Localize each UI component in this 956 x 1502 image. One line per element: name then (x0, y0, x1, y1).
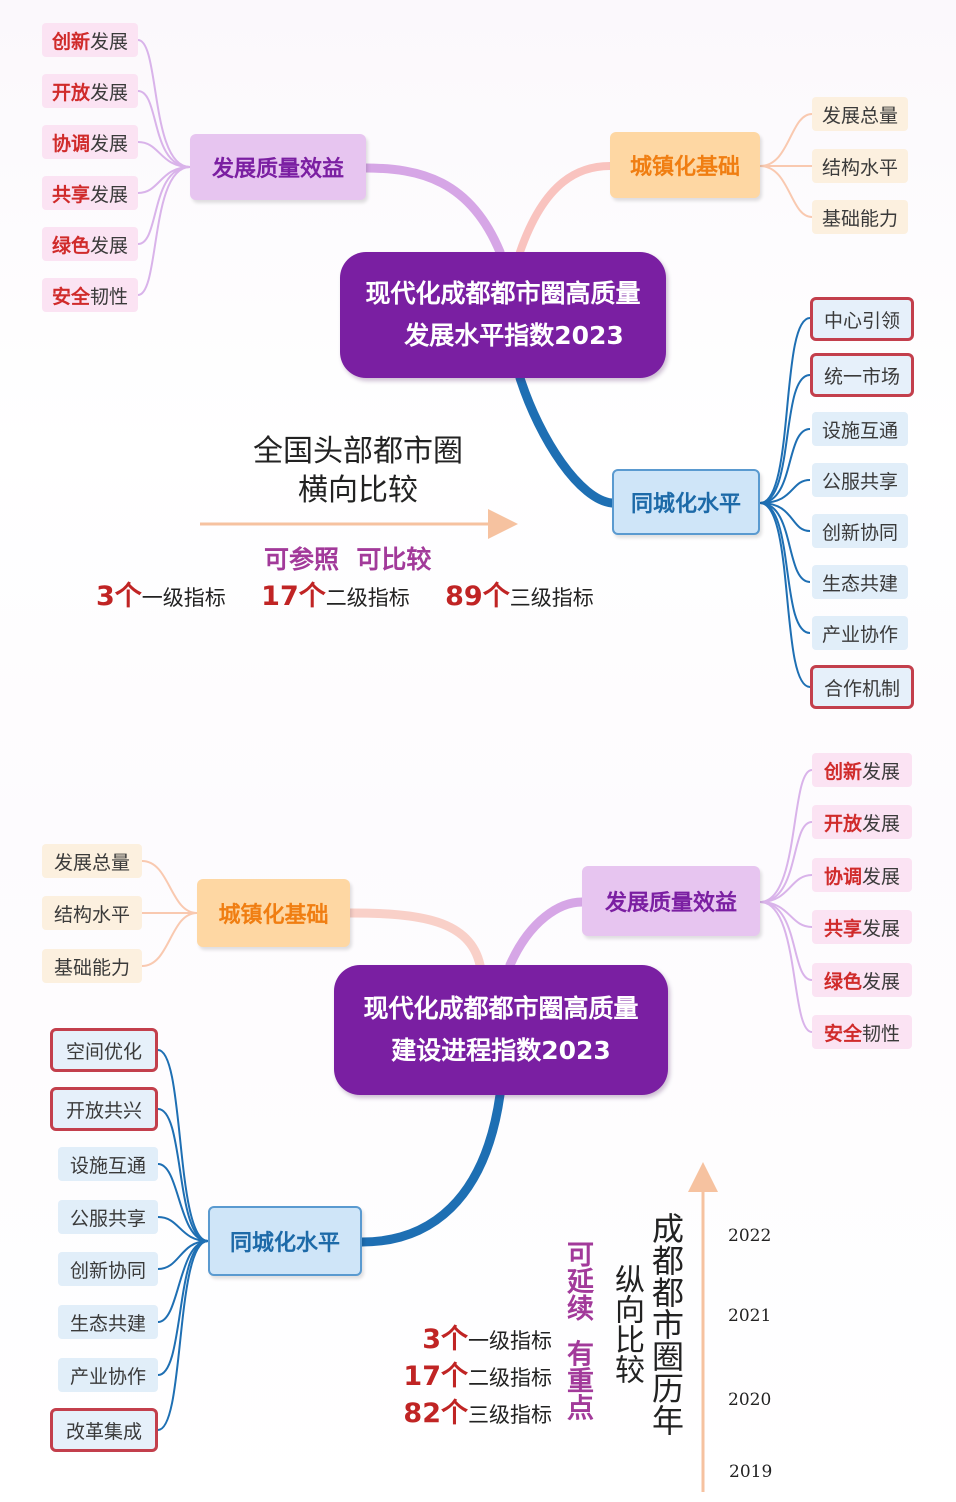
leaf-text: 发展 (90, 81, 129, 104)
leaf-text: 发展 (862, 970, 901, 993)
leaf-quality-top: 协调发展 (42, 125, 138, 159)
leaf-urban-top: 基础能力 (812, 200, 908, 234)
leaf-highlight: 创新 (51, 30, 90, 53)
history-tagline: 可延续 有重点 (562, 1240, 593, 1421)
center-title-line1: 现代化成都都市圈高质量 (363, 994, 639, 1023)
leaf-text: 发展 (90, 234, 129, 257)
leaf-urban-top: 发展总量 (812, 97, 908, 131)
compare-line2: 横向比较 (298, 473, 418, 508)
leaf-urban-top: 结构水平 (812, 149, 908, 183)
leaf-samecity-bottom: 改革集成 (50, 1408, 158, 1452)
leaf-quality-bottom: 开放发展 (812, 805, 912, 839)
category-quality-top: 发展质量效益 (190, 134, 366, 200)
stat-num: 89个 (445, 581, 510, 612)
leaf-quality-top: 共享发展 (42, 176, 138, 210)
stat-num: 3个 (96, 581, 142, 612)
category-quality-bottom: 发展质量效益 (582, 866, 760, 936)
leaf-samecity-top: 统一市场 (810, 353, 914, 397)
category-samecity-bottom: 同城化水平 (208, 1206, 362, 1276)
compare-stats: 3个一级指标 17个二级指标 89个三级指标 (96, 574, 594, 613)
leaf-highlight: 绿色 (51, 234, 90, 257)
leaf-samecity-top: 中心引领 (810, 297, 914, 341)
leaf-text: 韧性 (862, 1022, 901, 1045)
leaf-quality-top: 开放发展 (42, 74, 138, 108)
leaf-text: 发展 (90, 30, 129, 53)
leaf-quality-bottom: 绿色发展 (812, 963, 912, 997)
compare-tagline: 可参照 可比较 (264, 545, 432, 574)
leaf-text: 发展 (862, 865, 901, 888)
leaf-highlight: 创新 (823, 760, 862, 783)
leaf-text: 发展 (862, 760, 901, 783)
leaf-highlight: 安全 (51, 285, 90, 308)
history-compare: 纵向比较 (609, 1264, 644, 1384)
stat-label: 三级指标 (468, 1403, 552, 1427)
leaf-highlight: 绿色 (823, 970, 862, 993)
leaf-samecity-bottom: 设施互通 (58, 1147, 158, 1181)
leaf-text: 发展 (862, 917, 901, 940)
leaf-samecity-top: 合作机制 (810, 665, 914, 709)
leaf-highlight: 安全 (823, 1022, 862, 1045)
center-title-line2: 发展水平指数2023 (404, 321, 624, 350)
leaf-quality-top: 安全韧性 (42, 278, 138, 312)
leaf-samecity-top: 设施互通 (812, 412, 908, 446)
leaf-quality-bottom: 共享发展 (812, 910, 912, 944)
history-stats: 3个一级指标 17个二级指标 82个三级指标 (382, 1322, 552, 1433)
year-label: 2022 (728, 1226, 772, 1246)
leaf-urban-bottom: 结构水平 (42, 896, 142, 930)
category-urban-top: 城镇化基础 (610, 132, 760, 198)
leaf-quality-bottom: 协调发展 (812, 858, 912, 892)
leaf-samecity-bottom: 开放共兴 (50, 1087, 158, 1131)
history-title: 成都都市圈历年 (647, 1212, 685, 1436)
leaf-text: 发展 (90, 183, 129, 206)
year-label: 2020 (728, 1390, 772, 1410)
leaf-samecity-top: 创新协同 (812, 514, 908, 548)
leaf-samecity-top: 产业协作 (812, 616, 908, 650)
leaf-quality-top: 创新发展 (42, 23, 138, 57)
stat-num: 17个 (403, 1361, 468, 1392)
leaf-urban-bottom: 发展总量 (42, 844, 142, 878)
stat-num: 3个 (422, 1324, 468, 1355)
stat-num: 82个 (403, 1398, 468, 1429)
year-label: 2019 (729, 1462, 773, 1482)
leaf-highlight: 开放 (823, 812, 862, 835)
stat-label: 三级指标 (509, 586, 594, 610)
stat-row: 3个一级指标 (382, 1322, 552, 1359)
stat-row: 82个三级指标 (382, 1396, 552, 1433)
leaf-highlight: 协调 (51, 132, 90, 155)
compare-line1: 全国头部都市圈 (253, 434, 463, 469)
leaf-samecity-top: 公服共享 (812, 463, 908, 497)
leaf-text: 发展 (862, 812, 901, 835)
center-title-line2: 建设进程指数2023 (391, 1036, 611, 1065)
leaf-samecity-top: 生态共建 (812, 565, 908, 599)
stat-label: 一级指标 (468, 1329, 552, 1353)
center-title-line1: 现代化成都都市圈高质量 (365, 279, 641, 308)
leaf-samecity-bottom: 公服共享 (58, 1200, 158, 1234)
leaf-quality-bottom: 创新发展 (812, 753, 912, 787)
center-node-bottom: 现代化成都都市圈高质量 建设进程指数2023 (334, 965, 668, 1095)
year-label: 2021 (728, 1306, 772, 1326)
leaf-urban-bottom: 基础能力 (42, 949, 142, 983)
leaf-text: 发展 (90, 132, 129, 155)
leaf-highlight: 开放 (51, 81, 90, 104)
leaf-samecity-bottom: 生态共建 (58, 1305, 158, 1339)
category-urban-bottom: 城镇化基础 (197, 879, 350, 947)
leaf-samecity-bottom: 空间优化 (50, 1028, 158, 1072)
stat-label: 二级指标 (468, 1366, 552, 1390)
stat-num: 17个 (261, 581, 326, 612)
stat-row: 17个二级指标 (382, 1359, 552, 1396)
center-node-top: 现代化成都都市圈高质量 发展水平指数2023 (340, 252, 666, 378)
stat-label: 一级指标 (141, 586, 226, 610)
leaf-samecity-bottom: 产业协作 (58, 1358, 158, 1392)
category-samecity-top: 同城化水平 (612, 469, 760, 535)
leaf-highlight: 共享 (51, 183, 90, 206)
stat-label: 二级指标 (325, 586, 410, 610)
leaf-quality-top: 绿色发展 (42, 227, 138, 261)
leaf-quality-bottom: 安全韧性 (812, 1015, 912, 1049)
leaf-samecity-bottom: 创新协同 (58, 1252, 158, 1286)
leaf-text: 韧性 (90, 285, 129, 308)
leaf-highlight: 共享 (823, 917, 862, 940)
leaf-highlight: 协调 (823, 865, 862, 888)
